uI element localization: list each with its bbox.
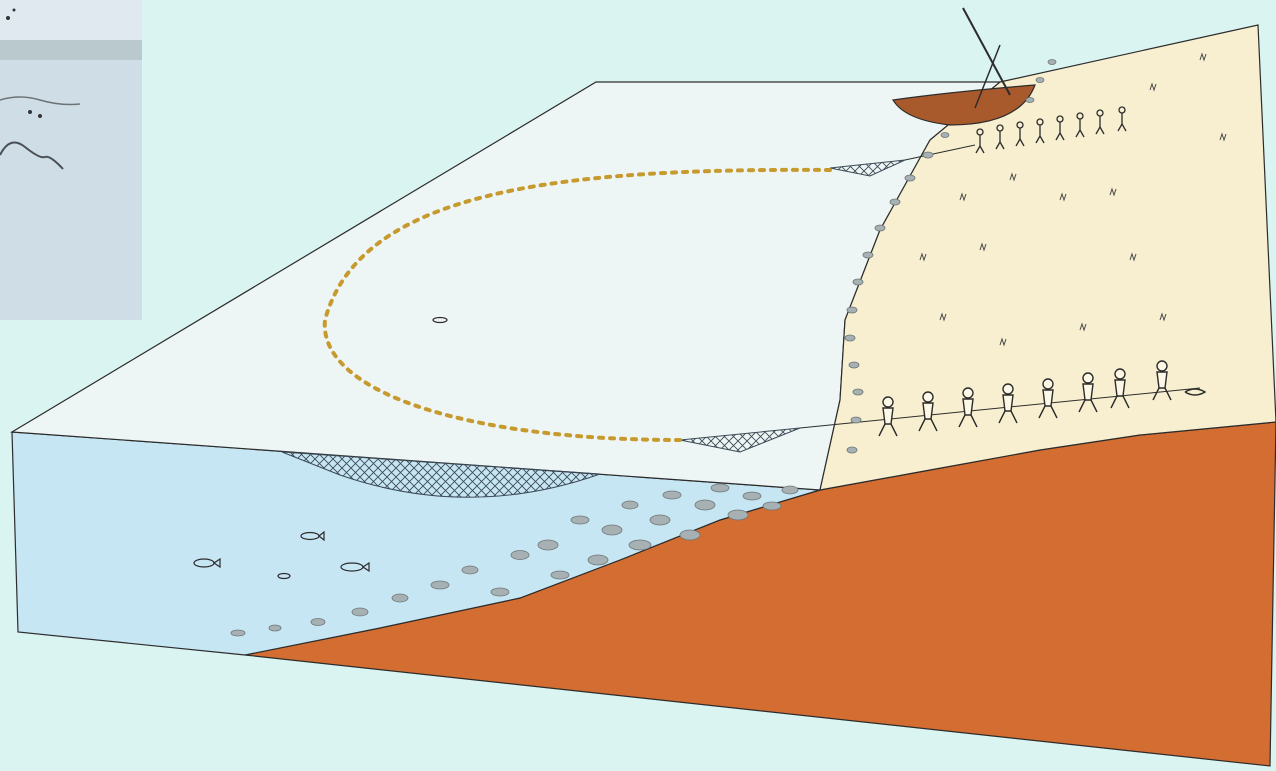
inset-photo [0, 0, 142, 320]
